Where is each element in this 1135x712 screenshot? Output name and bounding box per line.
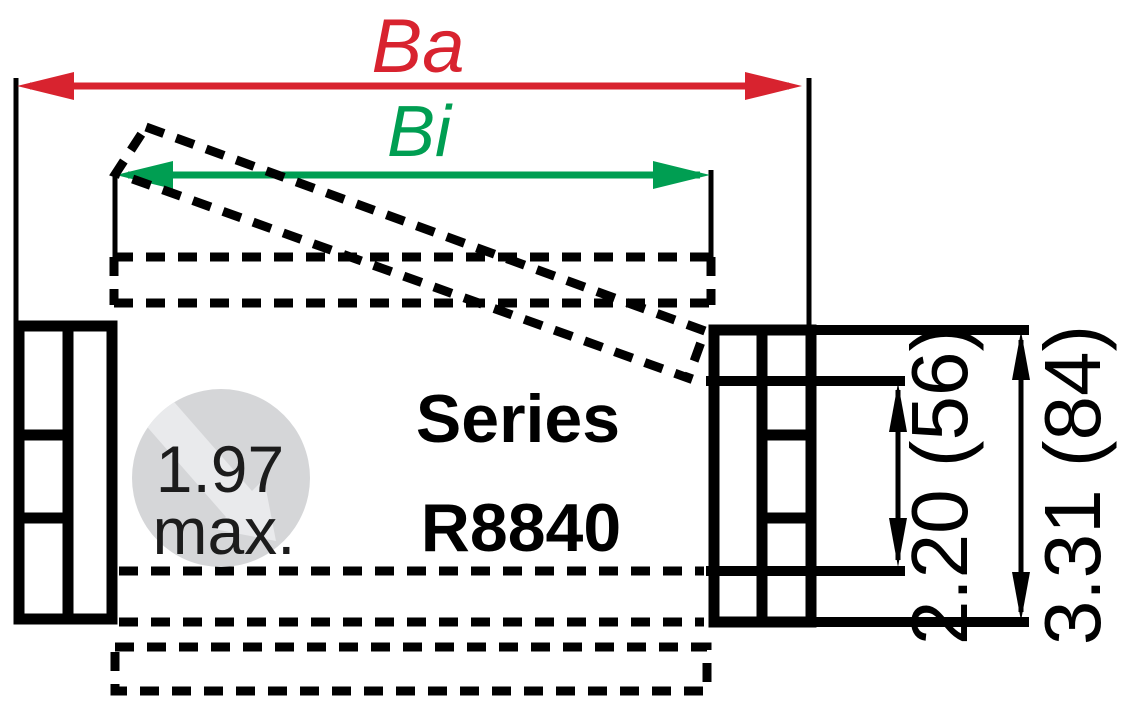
height-56-arrowhead-down-icon	[889, 518, 907, 567]
bi-label: Bi	[387, 92, 453, 172]
right-rail-block	[706, 324, 1029, 628]
height-dimension-56: 2.20 (56)	[889, 325, 984, 645]
left-rail-block	[13, 320, 118, 625]
bi-arrowhead-left-icon	[116, 161, 173, 189]
tilt-badge: 1.97 max.	[132, 389, 310, 568]
height-84-arrowhead-up-icon	[1012, 331, 1030, 380]
tilt-badge-arrow-icon	[142, 395, 276, 541]
ba-arrowhead-left-icon	[17, 72, 74, 100]
bottom-carriage-dashed-outline	[110, 642, 712, 696]
tilt-value-label: 1.97	[156, 432, 284, 506]
ba-arrowhead-right-icon	[745, 72, 802, 100]
ba-label: Ba	[372, 4, 465, 89]
height-dimension-84: 3.31 (84)	[1012, 325, 1117, 645]
tilt-max-label: max.	[152, 494, 295, 568]
height-56-arrowhead-up-icon	[889, 383, 907, 432]
tilted-carriage-dashed-outline	[109, 121, 711, 384]
series-label: Series	[416, 381, 620, 457]
height-84-arrowhead-down-icon	[1012, 572, 1030, 621]
height-84-label: 3.31 (84)	[1028, 325, 1117, 645]
bi-arrowhead-right-icon	[653, 161, 710, 189]
model-label: R8840	[421, 490, 621, 566]
bi-dimension: Bi	[112, 92, 714, 259]
series-title: Series R8840	[416, 381, 621, 566]
nominal-carriage-dashed-outline	[109, 252, 716, 627]
height-56-label: 2.20 (56)	[895, 325, 984, 645]
ba-dimension: Ba	[13, 4, 812, 327]
